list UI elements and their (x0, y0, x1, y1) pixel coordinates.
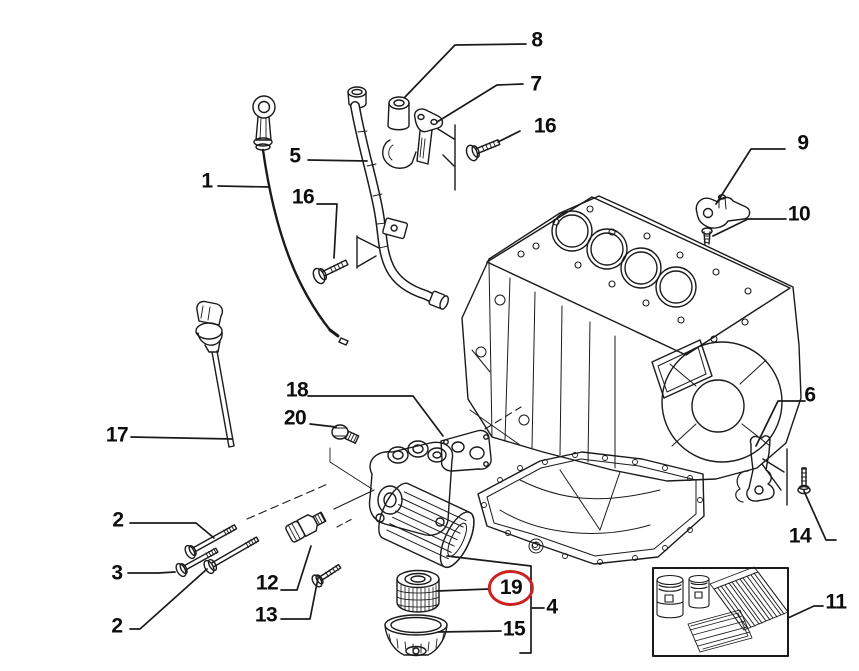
callout-12[interactable]: 12 (255, 571, 279, 595)
callout-7[interactable]: 7 (530, 72, 542, 96)
kit-oil-filter-2 (688, 574, 710, 609)
callout-4[interactable]: 4 (546, 595, 558, 619)
oil-filter-cap-15 (384, 614, 448, 657)
callout-10[interactable]: 10 (787, 202, 811, 226)
kit-flat-filter (687, 609, 753, 653)
plug (331, 424, 360, 444)
callout-13[interactable]: 13 (254, 603, 278, 627)
callout-14[interactable]: 14 (788, 524, 812, 548)
callout-1[interactable]: 1 (201, 169, 213, 193)
callout-18[interactable]: 18 (285, 378, 309, 402)
oil-level-sensor-17 (195, 300, 235, 448)
callout-20[interactable]: 20 (283, 406, 307, 430)
callout-15[interactable]: 15 (502, 617, 526, 641)
tube-bracket-7 (382, 108, 444, 169)
callout-9[interactable]: 9 (797, 131, 809, 155)
bolt-16-left (312, 259, 349, 285)
dipstick-tube-5 (347, 86, 449, 310)
service-kit-box-11 (652, 566, 789, 657)
engine-block (461, 195, 802, 482)
leader-lines (127, 43, 837, 654)
callout-19[interactable]: 19 (487, 570, 535, 606)
bolt-16-top (465, 139, 501, 162)
stud-bolts (175, 524, 260, 578)
bolt-13 (311, 563, 342, 588)
callout-16-left[interactable]: 16 (291, 185, 315, 209)
kit-oil-filter-1 (656, 574, 684, 619)
sleeve-8 (387, 96, 410, 131)
callout-8[interactable]: 8 (531, 28, 543, 52)
alignment-lines (246, 406, 522, 528)
bolt-14 (797, 467, 811, 495)
callout-6[interactable]: 6 (804, 383, 816, 407)
callout-2-upper[interactable]: 2 (112, 508, 124, 532)
dipstick-1 (252, 95, 349, 346)
oil-filter-cartridge-19 (396, 569, 440, 613)
oil-pressure-sensor (285, 511, 327, 543)
screw-10 (701, 227, 713, 245)
kit-air-filter (709, 566, 789, 631)
callout-5[interactable]: 5 (289, 144, 301, 168)
indicator-lines (356, 124, 788, 506)
callout-2-lower[interactable]: 2 (111, 614, 123, 638)
callout-3[interactable]: 3 (111, 561, 123, 585)
gasket (440, 429, 492, 472)
oil-sump-pan (477, 451, 705, 565)
callout-17[interactable]: 17 (105, 423, 129, 447)
callout-11[interactable]: 11 (825, 590, 847, 614)
callout-16-top[interactable]: 16 (533, 114, 557, 138)
